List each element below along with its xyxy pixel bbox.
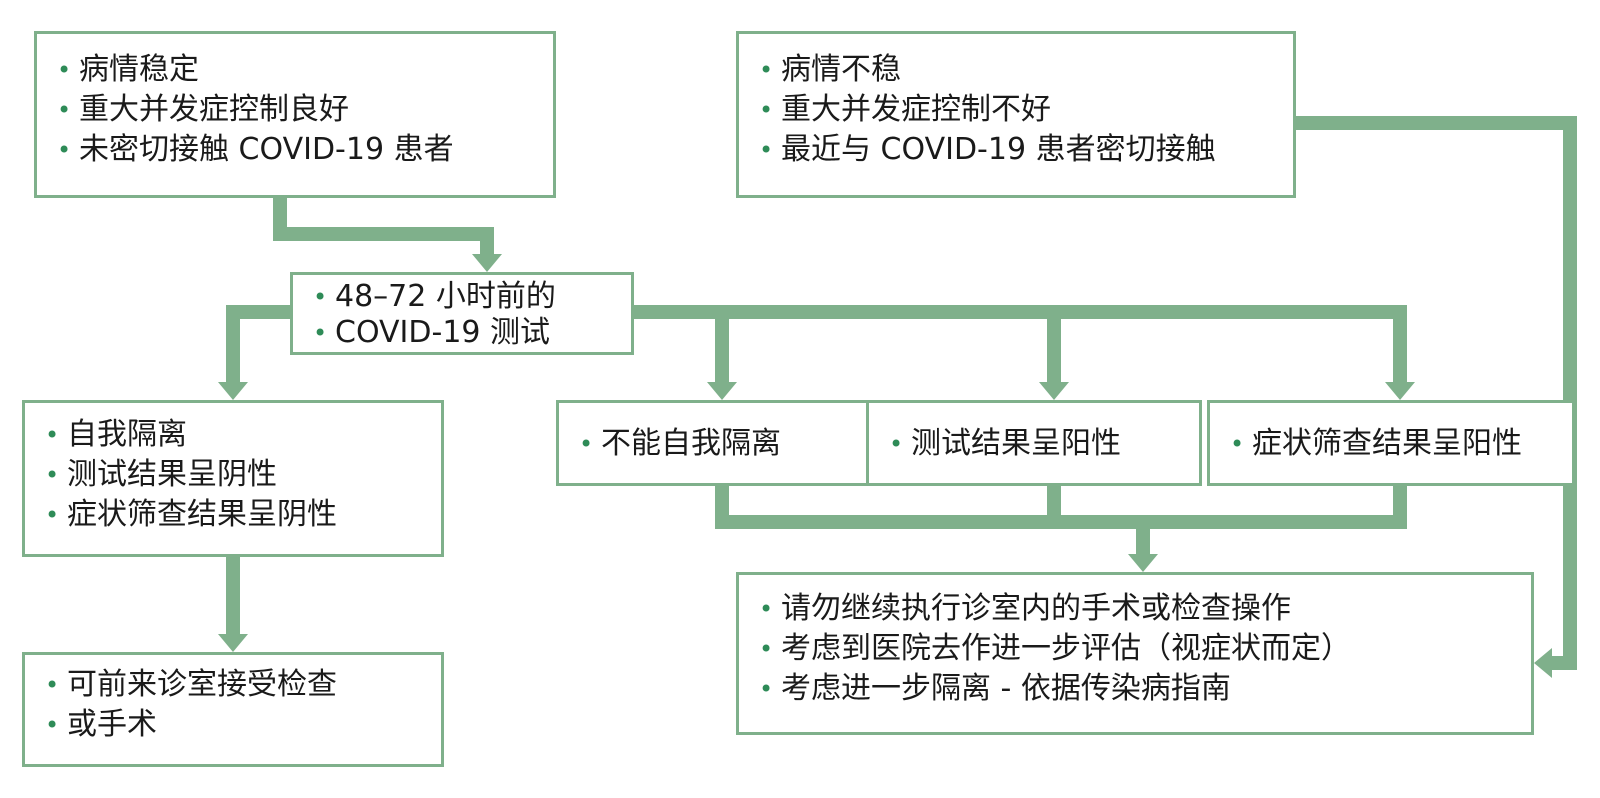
box-cannot-isolate: 不能自我隔离 xyxy=(556,400,886,486)
stable-item: 病情稳定 xyxy=(55,50,553,90)
arrowhead-cannot-isolate xyxy=(707,382,737,400)
box-test-positive: 测试结果呈阳性 xyxy=(866,400,1202,486)
test-line-continued: COVID-19 测试 xyxy=(311,315,631,351)
connector-stable-to-test xyxy=(273,198,494,256)
box-proceed-to-office: 可前来诊室接受检查 或手术 xyxy=(22,652,444,767)
proceed-line: 可前来诊室接受检查 xyxy=(43,665,441,705)
arrowhead-symptom-positive xyxy=(1385,382,1415,400)
refer-item: 考虑到医院去作进一步评估（视症状而定） xyxy=(757,629,1531,669)
negative-item: 症状筛查结果呈阴性 xyxy=(43,495,441,535)
box-covid-test: 48–72 小时前的 COVID-19 测试 xyxy=(290,272,634,355)
arrowhead-refer-right xyxy=(1534,648,1552,678)
box-unstable-condition: 病情不稳 重大并发症控制不好 最近与 COVID-19 患者密切接触 xyxy=(736,31,1296,198)
stable-item: 重大并发症控制良好 xyxy=(55,90,553,130)
connector-unstable-to-refer xyxy=(1296,116,1577,670)
proceed-line-continued: 或手术 xyxy=(43,705,441,745)
box-stable-condition: 病情稳定 重大并发症控制良好 未密切接触 COVID-19 患者 xyxy=(34,31,556,198)
refer-item: 请勿继续执行诊室内的手术或检查操作 xyxy=(757,589,1531,629)
negative-item: 测试结果呈阴性 xyxy=(43,455,441,495)
test-line: 48–72 小时前的 xyxy=(311,279,631,315)
arrowhead-test-positive xyxy=(1039,382,1069,400)
arrowhead-refer-top xyxy=(1128,554,1158,572)
arrowhead-test xyxy=(472,254,502,272)
arrowhead-proceed xyxy=(218,634,248,652)
cannot-isolate-item: 不能自我隔离 xyxy=(577,425,883,463)
stable-item: 未密切接触 COVID-19 患者 xyxy=(55,130,553,170)
test-positive-item: 测试结果呈阳性 xyxy=(887,425,1199,463)
unstable-item: 最近与 COVID-19 患者密切接触 xyxy=(757,130,1293,170)
refer-item: 考虑进一步隔离 - 依据传染病指南 xyxy=(757,669,1531,709)
box-do-not-proceed: 请勿继续执行诊室内的手术或检查操作 考虑到医院去作进一步评估（视症状而定） 考虑… xyxy=(736,572,1534,735)
negative-item: 自我隔离 xyxy=(43,415,441,455)
symptom-positive-item: 症状筛查结果呈阳性 xyxy=(1228,425,1572,463)
arrowhead-negative xyxy=(218,382,248,400)
unstable-item: 重大并发症控制不好 xyxy=(757,90,1293,130)
unstable-item: 病情不稳 xyxy=(757,50,1293,90)
connector-test-to-right xyxy=(634,305,1407,384)
connector-test-to-negative xyxy=(226,305,290,384)
box-negative-isolate: 自我隔离 测试结果呈阴性 症状筛查结果呈阴性 xyxy=(22,400,444,557)
box-symptom-positive: 症状筛查结果呈阳性 xyxy=(1207,400,1575,486)
